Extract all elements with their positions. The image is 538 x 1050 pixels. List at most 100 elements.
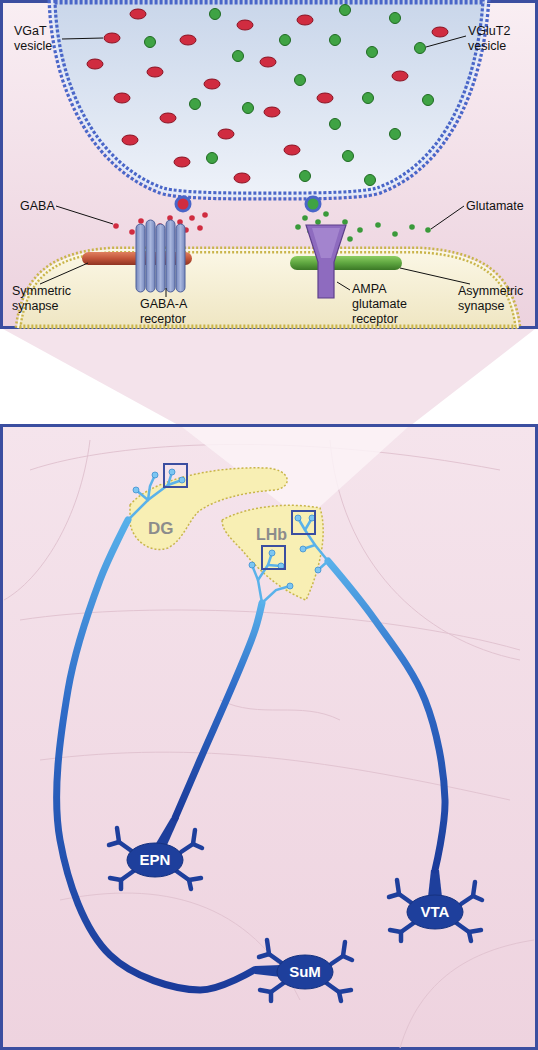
brain-contour [60,893,300,1000]
terminal-branch [148,475,155,500]
zoom-box [262,546,285,569]
neuron-label: SuM [255,963,355,981]
gaba-a-receptor [136,220,185,292]
terminal-bouton [152,472,158,478]
vglut2-vesicle [415,43,426,54]
vgat-vesicle [260,57,276,67]
ampa-receptor-highlight [312,228,340,258]
callout-label: VGluT2 vesicle [468,24,530,54]
zoom-box [164,464,187,487]
terminal-bouton [133,487,139,493]
vglut2-vesicle [190,99,201,110]
terminal-branch [128,472,172,520]
fusing-vgat-vesicle [176,197,190,211]
brain-contour [220,700,340,720]
vgat-vesicle [114,93,130,103]
vglut2-vesicle [330,35,341,46]
leader-line [426,36,466,47]
vgat-vesicle [284,145,300,155]
vglut2-vesicle [295,75,306,86]
gaba-molecule [197,225,203,231]
axons [57,520,445,990]
vglut2-vesicle [145,37,156,48]
vglut2-vesicles [145,5,434,186]
callout-label: Glutamate [466,199,536,214]
terminal-branch [136,490,148,500]
terminal-bouton [169,469,175,475]
vgat-vesicle [87,59,103,69]
brain-contour [400,940,534,1048]
brain-contours [4,440,534,1048]
terminal-branch [298,518,328,561]
axon [328,561,445,870]
membrane-core [52,0,486,196]
callout-label: GABA [20,199,70,214]
vglut2-vesicle [243,103,254,114]
neuron-label: VTA [385,903,485,921]
glutamate-molecule [347,236,353,242]
receptor-helix [136,224,145,292]
callout-label: AMPA glutamate receptor [352,282,426,327]
vglut2-vesicle [340,5,351,16]
dendrite [389,894,413,904]
terminal-bouton [278,563,284,569]
glutamate-molecule [375,222,381,228]
neuron-label: EPN [105,851,205,869]
vgat-vesicle [218,129,234,139]
dendrite [473,882,475,896]
brain-panel [2,426,537,1049]
region-shape [218,498,328,603]
vgat-vesicle [160,113,176,123]
receptor-helix [146,220,155,292]
leader-lines [40,36,470,297]
terminal-bouton [269,550,275,556]
brain-contour [4,440,90,600]
callout-label: VGaT vesicle [14,24,66,54]
glutamate-molecule [357,227,363,233]
region-label: LHb [256,526,287,544]
terminal-branch [305,518,312,530]
terminal-bouton [309,515,315,521]
dendrite [397,880,399,894]
leader-line [40,263,88,284]
receptor-helix [176,224,185,292]
dendrite [193,830,195,844]
neuron: VTA [385,870,485,942]
dendrite [109,842,133,852]
vgat-vesicle [297,15,313,25]
vgat-vesicle [174,157,190,167]
dendrite [399,932,404,941]
dendrite [269,992,274,1001]
terminal-bouton [300,546,306,552]
glutamate-molecule [425,227,431,233]
gaba-molecule [189,215,195,221]
presynaptic-membrane [52,0,486,196]
vgat-vesicle [264,107,280,117]
axon-hillock [155,818,179,845]
vgat-vesicle [237,20,253,30]
brain-contour [330,440,520,660]
callout-label: Symmetric synapse [12,284,84,314]
brain-region: LHb [218,498,328,603]
dendrite [339,992,341,1001]
dendrite [189,880,191,889]
terminal-branch [258,553,272,580]
vglut2-vesicle [280,35,291,46]
vglut2-vesicle [423,95,434,106]
glutamate-molecule [342,219,348,225]
vglut2-vesicle [207,153,218,164]
vglut2-vesicle [233,51,244,62]
vgat-vesicle [432,27,448,37]
terminal-bouton [287,583,293,589]
terminal-branch [168,480,182,485]
vglut2-vesicle [300,171,311,182]
vglut2-vesicle [330,119,341,130]
terminal-bouton [295,515,301,521]
glutamate-molecule [409,224,415,230]
terminal-branch [303,545,315,549]
brain-contour [40,752,510,800]
asymmetric-synapse-density [290,256,402,270]
vglut2-vesicle [367,47,378,58]
